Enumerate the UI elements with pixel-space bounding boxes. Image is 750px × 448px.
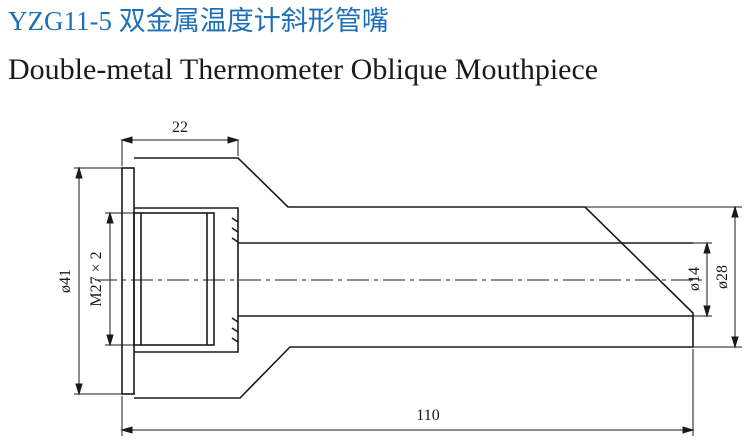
thread-marks-bottom <box>231 317 239 343</box>
thread-section <box>133 212 215 346</box>
title-english: Double-metal Thermometer Oblique Mouthpi… <box>8 53 599 86</box>
thread-housing <box>134 207 239 353</box>
flange-plate <box>121 167 135 395</box>
dim-110-label: 110 <box>416 407 439 424</box>
dim-28-label: ø28 <box>714 265 731 289</box>
title-chinese: YZG11-5 双金属温度计斜形管嘴 <box>8 6 389 36</box>
thread-marks-top <box>231 217 239 243</box>
body-outline <box>134 157 694 399</box>
dim-14-label: ø14 <box>686 267 703 291</box>
dimension-lines <box>74 136 742 436</box>
dim-thread-label: M27 × 2 <box>88 251 105 306</box>
dim-41-label: ø41 <box>57 269 74 293</box>
part-outline <box>121 157 694 399</box>
dim-22-label: 22 <box>172 119 188 136</box>
